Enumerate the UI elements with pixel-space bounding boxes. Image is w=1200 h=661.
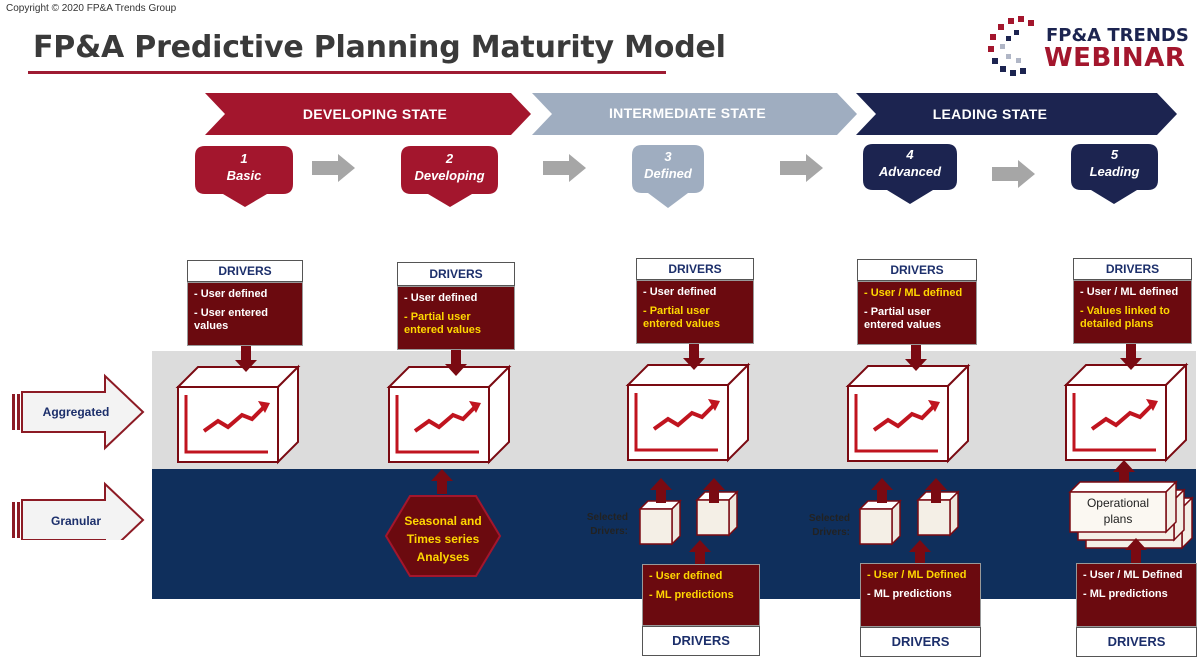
seasonal-hexagon bbox=[384, 495, 502, 577]
row-arrows bbox=[12, 373, 145, 540]
driver-up-arrow-3a bbox=[650, 478, 672, 503]
driver-header-2: DRIVERS bbox=[397, 262, 515, 286]
driver-up-arrow-3c bbox=[689, 540, 711, 565]
title-underline bbox=[28, 71, 666, 74]
aggregated-arrow bbox=[12, 373, 145, 451]
driver-header-4: DRIVERS bbox=[857, 259, 977, 281]
aggregated-label: Aggregated bbox=[42, 405, 110, 419]
plan-cube-2 bbox=[387, 365, 511, 464]
selected-drivers-label-3: Selected Drivers: bbox=[586, 512, 628, 537]
plan-cube-3 bbox=[626, 363, 750, 462]
transition-arrow-1 bbox=[312, 154, 355, 182]
state-chevrons bbox=[205, 93, 1177, 135]
bottom-driver-box-4: - User / ML Defined- ML predictions bbox=[860, 563, 981, 627]
leading-state-chevron bbox=[856, 93, 1177, 135]
driver-up-arrow-4c bbox=[909, 540, 931, 565]
intermediate-state-label: INTERMEDIATE STATE bbox=[608, 105, 767, 121]
bottom-driver-box-5: - User / ML Defined- ML predictions bbox=[1076, 563, 1197, 627]
plan-cube-4 bbox=[846, 364, 970, 463]
logo-sub-text: WEBINAR bbox=[1044, 43, 1186, 73]
intermediate-state-chevron bbox=[532, 93, 857, 135]
driver-box-4: - User / ML defined- Partial user entere… bbox=[857, 281, 977, 345]
hexagon-up-arrow bbox=[431, 469, 453, 494]
leading-state-label: LEADING STATE bbox=[932, 106, 1048, 122]
step-4-callout bbox=[863, 144, 957, 204]
page-title: FP&A Predictive Planning Maturity Model bbox=[33, 30, 726, 65]
driver-box-3: - User defined- Partial user entered val… bbox=[636, 280, 754, 344]
selected-driver-cube-3a bbox=[639, 500, 681, 545]
step-3-callout bbox=[632, 145, 704, 208]
developing-state-label: DEVELOPING STATE bbox=[302, 106, 448, 122]
step-1-callout bbox=[195, 146, 293, 207]
bottom-driver-header-3: DRIVERS bbox=[642, 626, 760, 656]
developing-state-chevron bbox=[205, 93, 531, 135]
plan-cube-1 bbox=[176, 365, 300, 464]
driver-box-1: - User defined- User entered values bbox=[187, 282, 303, 346]
selected-drivers-label-4: Selected Drivers: bbox=[808, 513, 850, 538]
bottom-driver-header-5: DRIVERS bbox=[1076, 627, 1197, 657]
logo-mark-icon bbox=[988, 16, 1034, 76]
driver-up-arrow-4a bbox=[871, 478, 893, 503]
bottom-driver-header-4: DRIVERS bbox=[860, 627, 981, 657]
driver-header-1: DRIVERS bbox=[187, 260, 303, 282]
operational-plans-stack bbox=[1068, 480, 1194, 550]
driver-header-5: DRIVERS bbox=[1073, 258, 1192, 280]
selected-driver-cube-4a bbox=[859, 500, 901, 545]
seasonal-analyses-text: Seasonal and Times series Analyses bbox=[404, 514, 482, 564]
driver-box-2: - User defined- Partial user entered val… bbox=[397, 286, 515, 350]
driver-header-3: DRIVERS bbox=[636, 258, 754, 280]
granular-arrow bbox=[12, 481, 145, 540]
copyright-text: Copyright © 2020 FP&A Trends Group bbox=[6, 3, 177, 14]
transition-arrow-4 bbox=[992, 160, 1035, 188]
operational-plans-text: Operational plans bbox=[1086, 496, 1150, 526]
transition-arrow-2 bbox=[543, 154, 586, 182]
plan-cube-5 bbox=[1064, 363, 1188, 462]
step-2-callout bbox=[401, 146, 498, 207]
granular-label: Granular bbox=[50, 514, 101, 528]
driver-box-5: - User / ML defined- Values linked to de… bbox=[1073, 280, 1192, 344]
bottom-driver-box-3: - User defined- ML predictions bbox=[642, 564, 760, 626]
logo-brand-text: FP&A TRENDS bbox=[1046, 25, 1189, 46]
step-5-callout bbox=[1071, 144, 1158, 204]
transition-arrow-3 bbox=[780, 154, 823, 182]
